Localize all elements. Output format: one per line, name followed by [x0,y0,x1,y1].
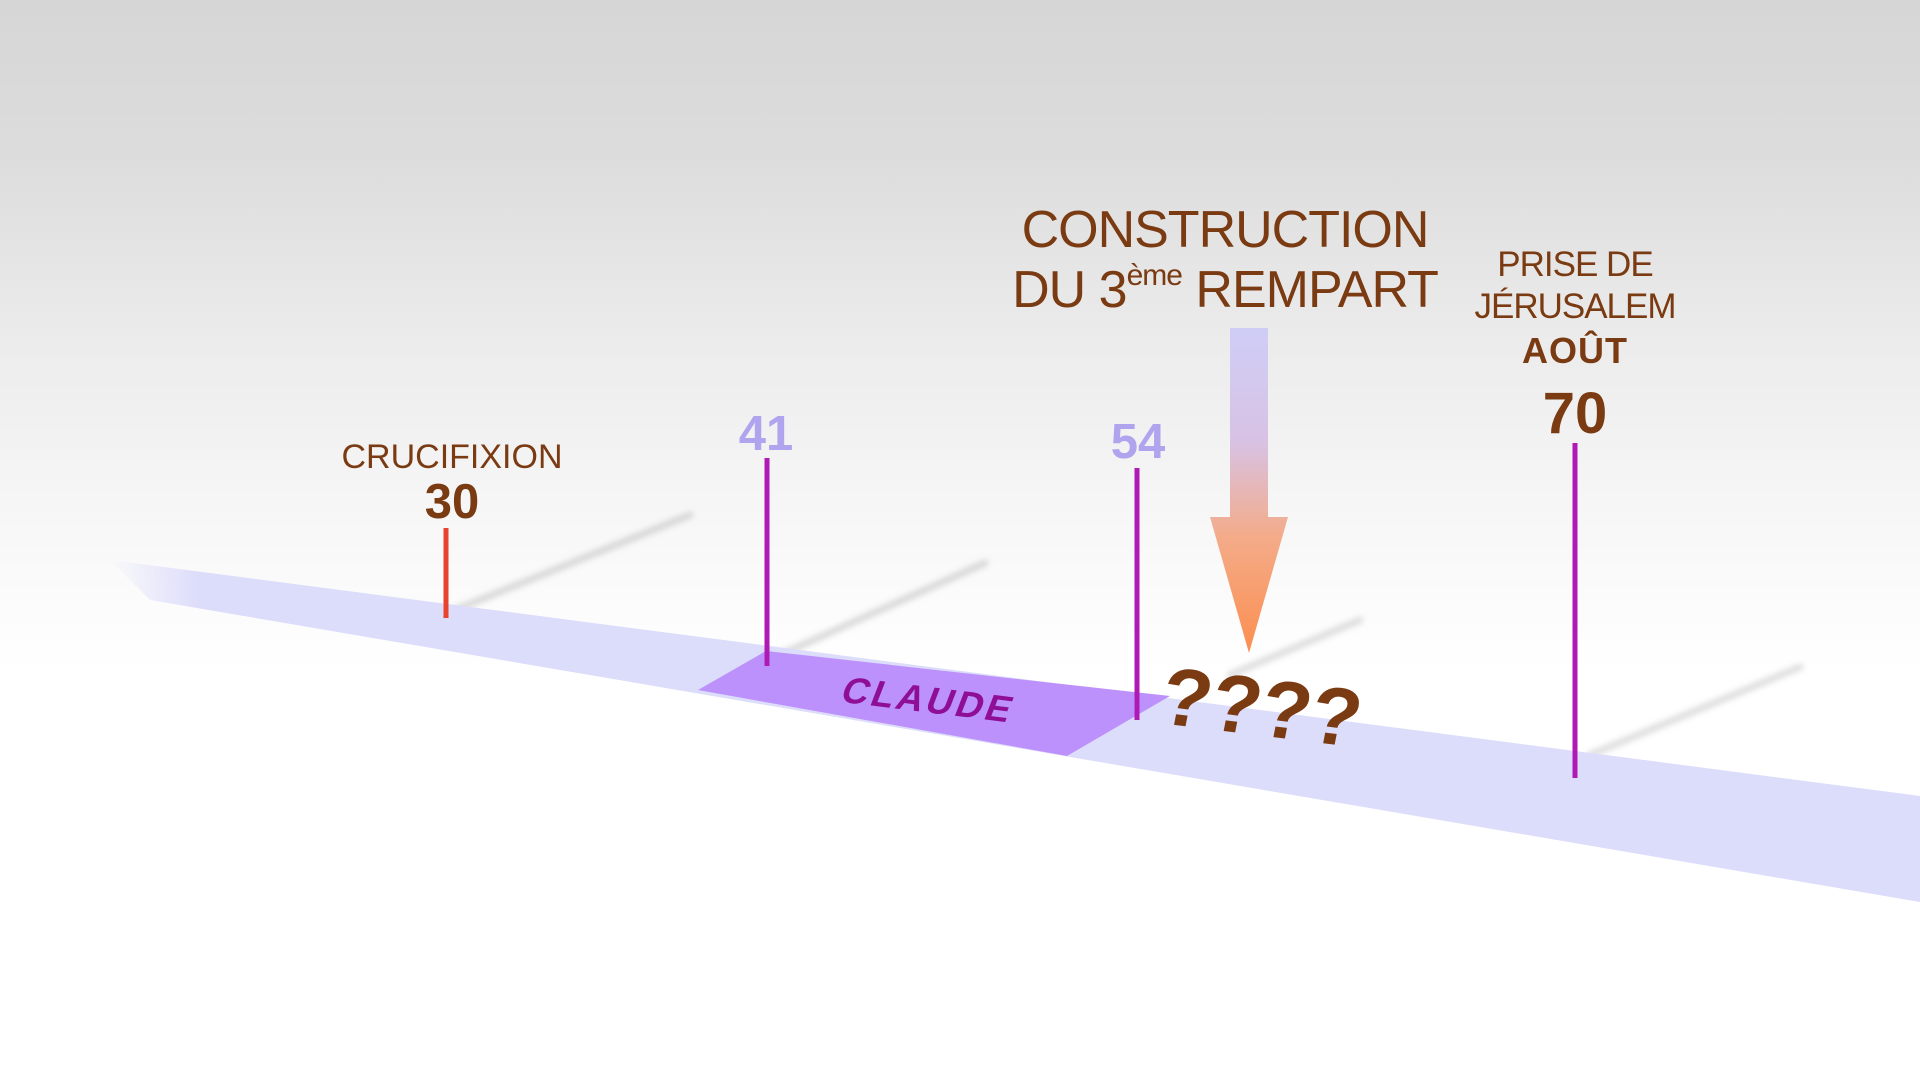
tick-shadow-41 [776,559,989,659]
construction-title-suffix: REMPART [1181,261,1438,319]
construction-title-sup: ème [1126,258,1183,292]
tick-shadow-54 [1226,616,1364,679]
construction-title-line2: DU 3ème REMPART [990,260,1460,320]
event-year-30: 30 [424,475,480,529]
event-label-prise-line2: JÉRUSALEM [1474,287,1676,326]
down-arrow-icon [1210,328,1288,653]
event-year-54: 54 [1110,415,1166,469]
construction-title-prefix: DU 3 [1012,261,1127,319]
tick-shadow-70 [1586,663,1804,759]
event-year-41: 41 [738,407,794,461]
tick-shadows [446,511,1804,759]
construction-title-line1: CONSTRUCTION [1021,201,1430,259]
tick-shadow-30 [446,511,694,616]
event-label-prise-line1: PRISE DE [1497,245,1653,284]
claude-period-block [698,651,1170,756]
event-month-aout: AOÛT [1522,330,1628,371]
construction-title: CONSTRUCTION DU 3ème REMPART [990,200,1460,320]
event-year-70: 70 [1542,381,1608,446]
event-label-crucifixion: CRUCIFIXION [341,438,563,476]
event-label-prise: PRISE DE JÉRUSALEM [1420,244,1730,328]
